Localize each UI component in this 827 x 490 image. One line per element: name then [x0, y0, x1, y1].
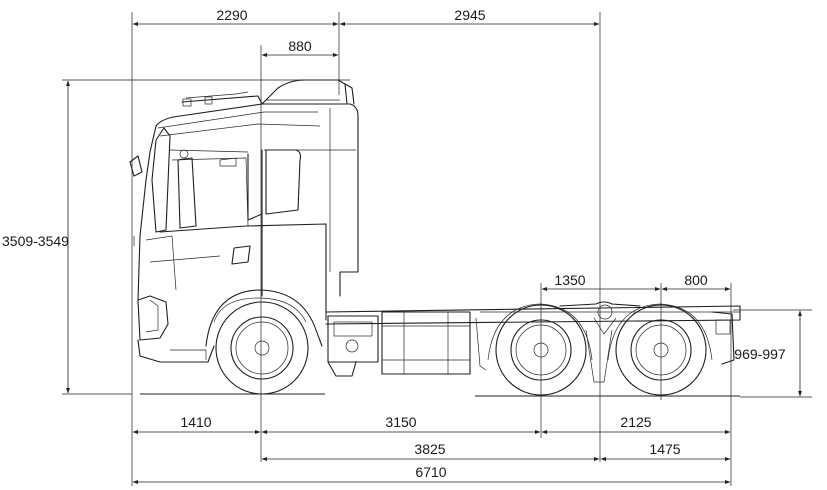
dim-overall-height: 3509-3549: [2, 233, 69, 249]
dimension-labels: 2290 2945 880 3509-3549 1350 800 969-997…: [2, 7, 786, 480]
dim-cab-to-axle-top: 2945: [454, 7, 485, 23]
dim-axle-to-tandem-center: 3825: [414, 441, 445, 457]
dim-tandem-spacing: 1350: [554, 272, 585, 288]
dim-bumper-to-axle-top: 880: [288, 38, 312, 54]
dim-rear-overhang: 2125: [620, 414, 651, 430]
dim-front-overhang-top: 2290: [216, 7, 247, 23]
dimension-lines: [66, 22, 802, 484]
dim-fifth-wheel-height: 969-997: [734, 346, 786, 362]
dim-tandem-center-to-end: 1475: [649, 441, 680, 457]
dim-front-overhang: 1410: [180, 414, 211, 430]
extension-lines: [62, 12, 812, 486]
truck-outline: [129, 79, 741, 397]
dim-wheelbase: 3150: [385, 414, 416, 430]
dim-rear-axle-to-end: 800: [684, 272, 708, 288]
dim-overall-length: 6710: [415, 464, 446, 480]
